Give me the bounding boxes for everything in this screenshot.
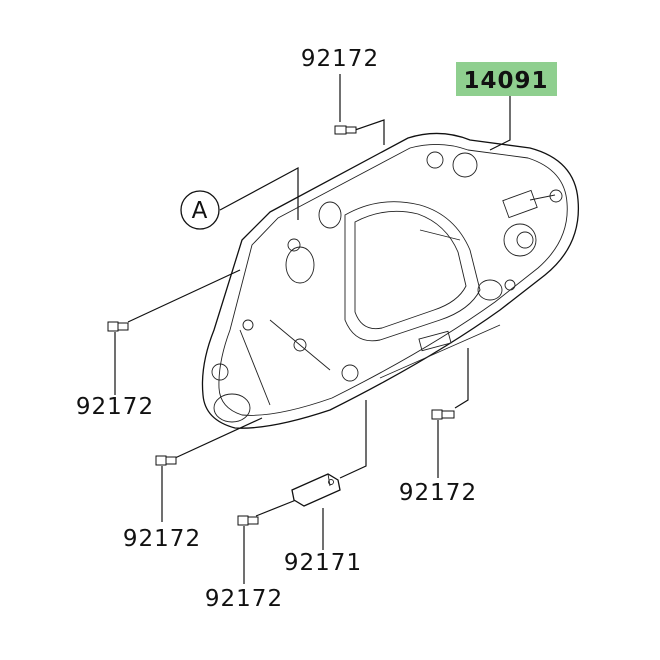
bracket-icon [291,473,341,507]
screw-bottom-icon [237,515,259,526]
label-screw-bottom: 92172 [205,586,283,612]
label-screw-right: 92172 [399,480,477,506]
screw-left-icon [107,321,129,332]
ref-circle-label: A [192,198,209,224]
meter-housing [201,132,580,429]
label-screw-bottom-left: 92172 [123,526,201,552]
screw-right-icon [431,409,455,420]
main-part-highlight [456,62,557,96]
screw-bottom-left-icon [155,455,177,466]
label-screw-top: 92172 [301,46,379,72]
label-bracket: 92171 [284,550,362,576]
screw-top-icon [334,125,357,135]
label-main-part: 14091 [463,68,548,94]
label-screw-left: 92172 [76,394,154,420]
ref-circle-icon [180,190,220,230]
leader-lines [114,74,511,584]
